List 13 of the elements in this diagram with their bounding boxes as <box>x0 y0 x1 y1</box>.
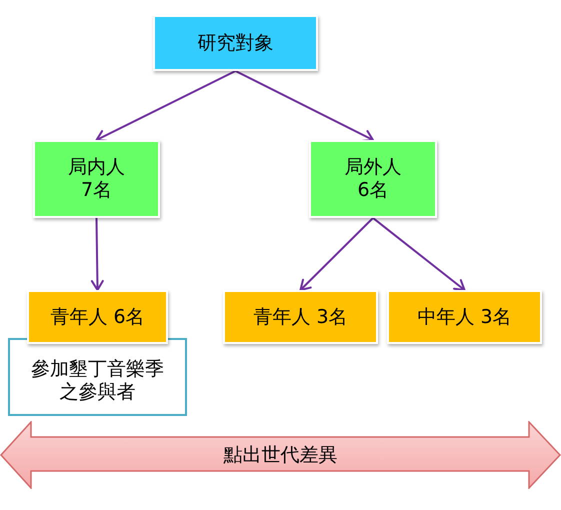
arrow <box>90 218 104 291</box>
arrow <box>372 217 466 291</box>
arrow <box>235 70 374 142</box>
arrow <box>96 70 236 142</box>
band-label: 點出世代差異 <box>224 444 338 466</box>
group-box: 局外人6名 <box>309 140 437 218</box>
root-box: 研究對象 <box>153 15 318 71</box>
subgroup-box: 青年人 3名 <box>223 290 378 344</box>
subgroup-box: 中年人 3名 <box>387 290 542 344</box>
group-box: 局内人7名 <box>33 140 160 218</box>
subgroup-box: 青年人 6名 <box>27 290 168 344</box>
arrow <box>300 217 374 291</box>
note-box: 參加墾丁音樂季之參與者 <box>8 338 187 416</box>
